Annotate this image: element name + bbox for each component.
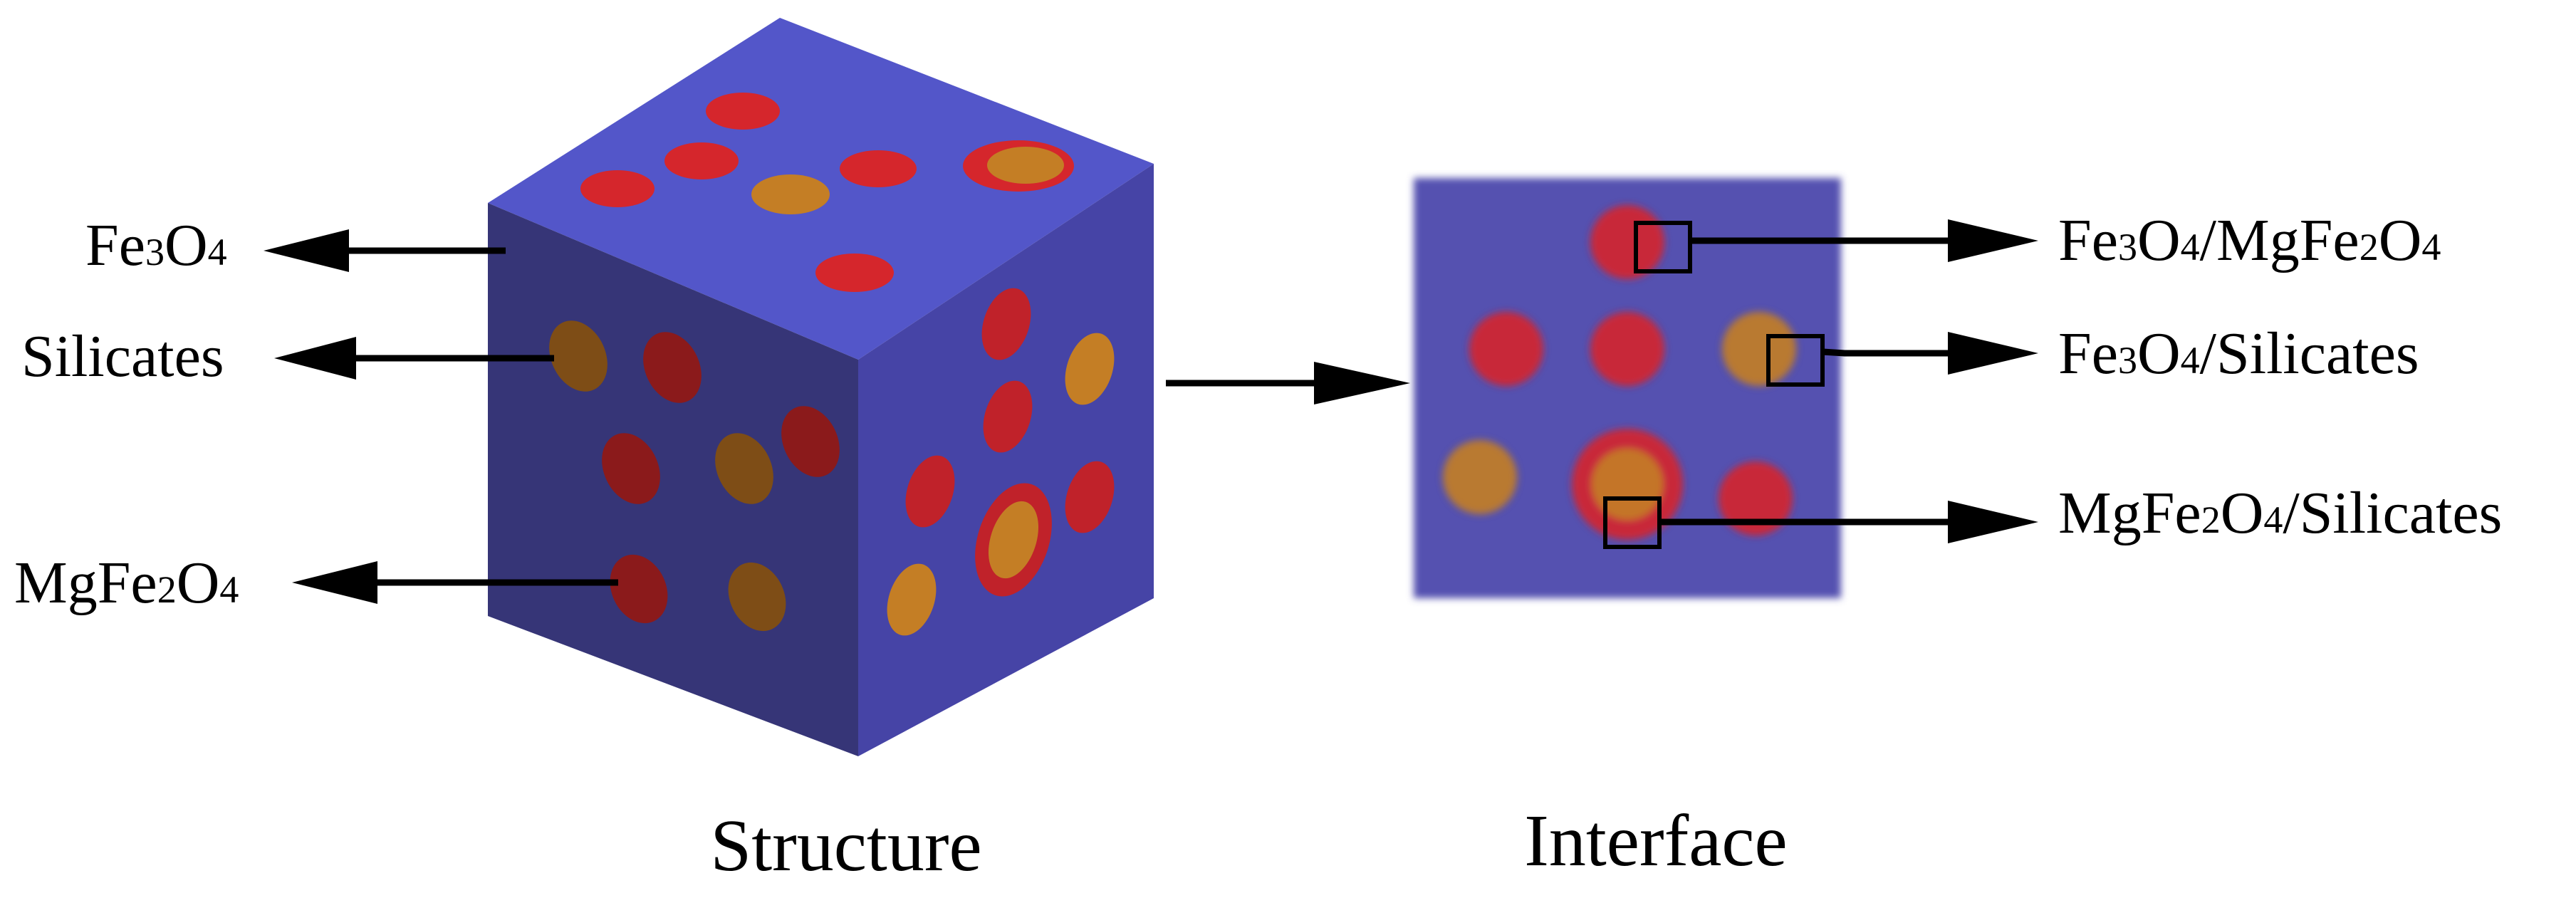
arrowhead-fe3o4-silicates	[1948, 332, 2038, 375]
fe3o4-particle	[981, 288, 1031, 360]
right-face-particles	[887, 288, 1115, 636]
arrow-fe3o4-silicates	[1822, 348, 1951, 357]
arrows	[264, 219, 2038, 604]
top-face-particles	[580, 93, 1074, 292]
arrowhead-silicates	[274, 337, 356, 380]
arrowhead-mgfe2o4	[292, 561, 377, 604]
arrowhead-structure-to-interface	[1314, 362, 1410, 404]
fe3o4-particle	[1590, 312, 1664, 386]
label-mgfe2o4-silicates: MgFe2O4/Silicates	[2058, 480, 2502, 546]
silicate-particle	[549, 320, 608, 392]
label-fe3o4: Fe3O4	[85, 212, 227, 278]
marker-box-fe3o4-silicates	[1766, 334, 1825, 387]
mgfe2o4-particle	[602, 433, 660, 504]
silicate-particle	[1443, 440, 1517, 514]
label-mgfe2o4: MgFe2O4	[14, 550, 239, 616]
fe3o4-particle	[905, 455, 955, 528]
silicate-particle	[887, 563, 937, 636]
fe3o4-particle	[580, 170, 655, 207]
silicate-particle	[715, 433, 773, 504]
mgfe2o4-particle	[781, 406, 840, 477]
arrowhead-mgfe2o4-silicates	[1948, 501, 2038, 543]
structure-cube	[488, 18, 1154, 756]
fe3o4-particle	[840, 150, 917, 187]
marker-box-fe3o4-mgfe2o4	[1634, 221, 1692, 273]
fe3o4-particle	[664, 142, 739, 179]
mgfe2o4-particle	[643, 332, 702, 403]
silicate-core-particle	[1592, 449, 1663, 520]
caption-structure: Structure	[710, 805, 981, 887]
arrowhead-fe3o4-mgfe2o4	[1948, 219, 2038, 262]
silicate-core-particle	[987, 147, 1064, 184]
fe3o4-particle	[815, 254, 894, 292]
label-fe3o4-mgfe2o4: Fe3O4/MgFe2O4	[2058, 207, 2441, 273]
fe3o4-particle	[1469, 312, 1543, 386]
silicate-particle	[751, 174, 830, 214]
fe3o4-particle	[1065, 461, 1115, 533]
label-fe3o4-silicates: Fe3O4/Silicates	[2058, 320, 2419, 387]
fe3o4-particle	[983, 380, 1033, 453]
silicate-particle	[1722, 312, 1796, 386]
left-face-particles	[549, 320, 840, 632]
label-silicates: Silicates	[21, 323, 224, 390]
silicate-core-particle	[988, 501, 1039, 579]
mgfe2o4-particle	[610, 554, 668, 624]
labels: Fe3O4 Silicates MgFe2O4 Fe3O4/MgFe2O4 Fe…	[14, 207, 2502, 887]
fe3o4-particle	[706, 93, 780, 130]
silicate-particle	[728, 562, 786, 632]
silicate-particle	[1065, 333, 1115, 405]
fe3o4-particle	[1590, 205, 1664, 279]
arrowhead-fe3o4	[264, 229, 349, 272]
caption-interface: Interface	[1524, 800, 1787, 882]
fe3o4-particle	[1719, 461, 1793, 536]
interface-panel	[1414, 178, 1841, 598]
